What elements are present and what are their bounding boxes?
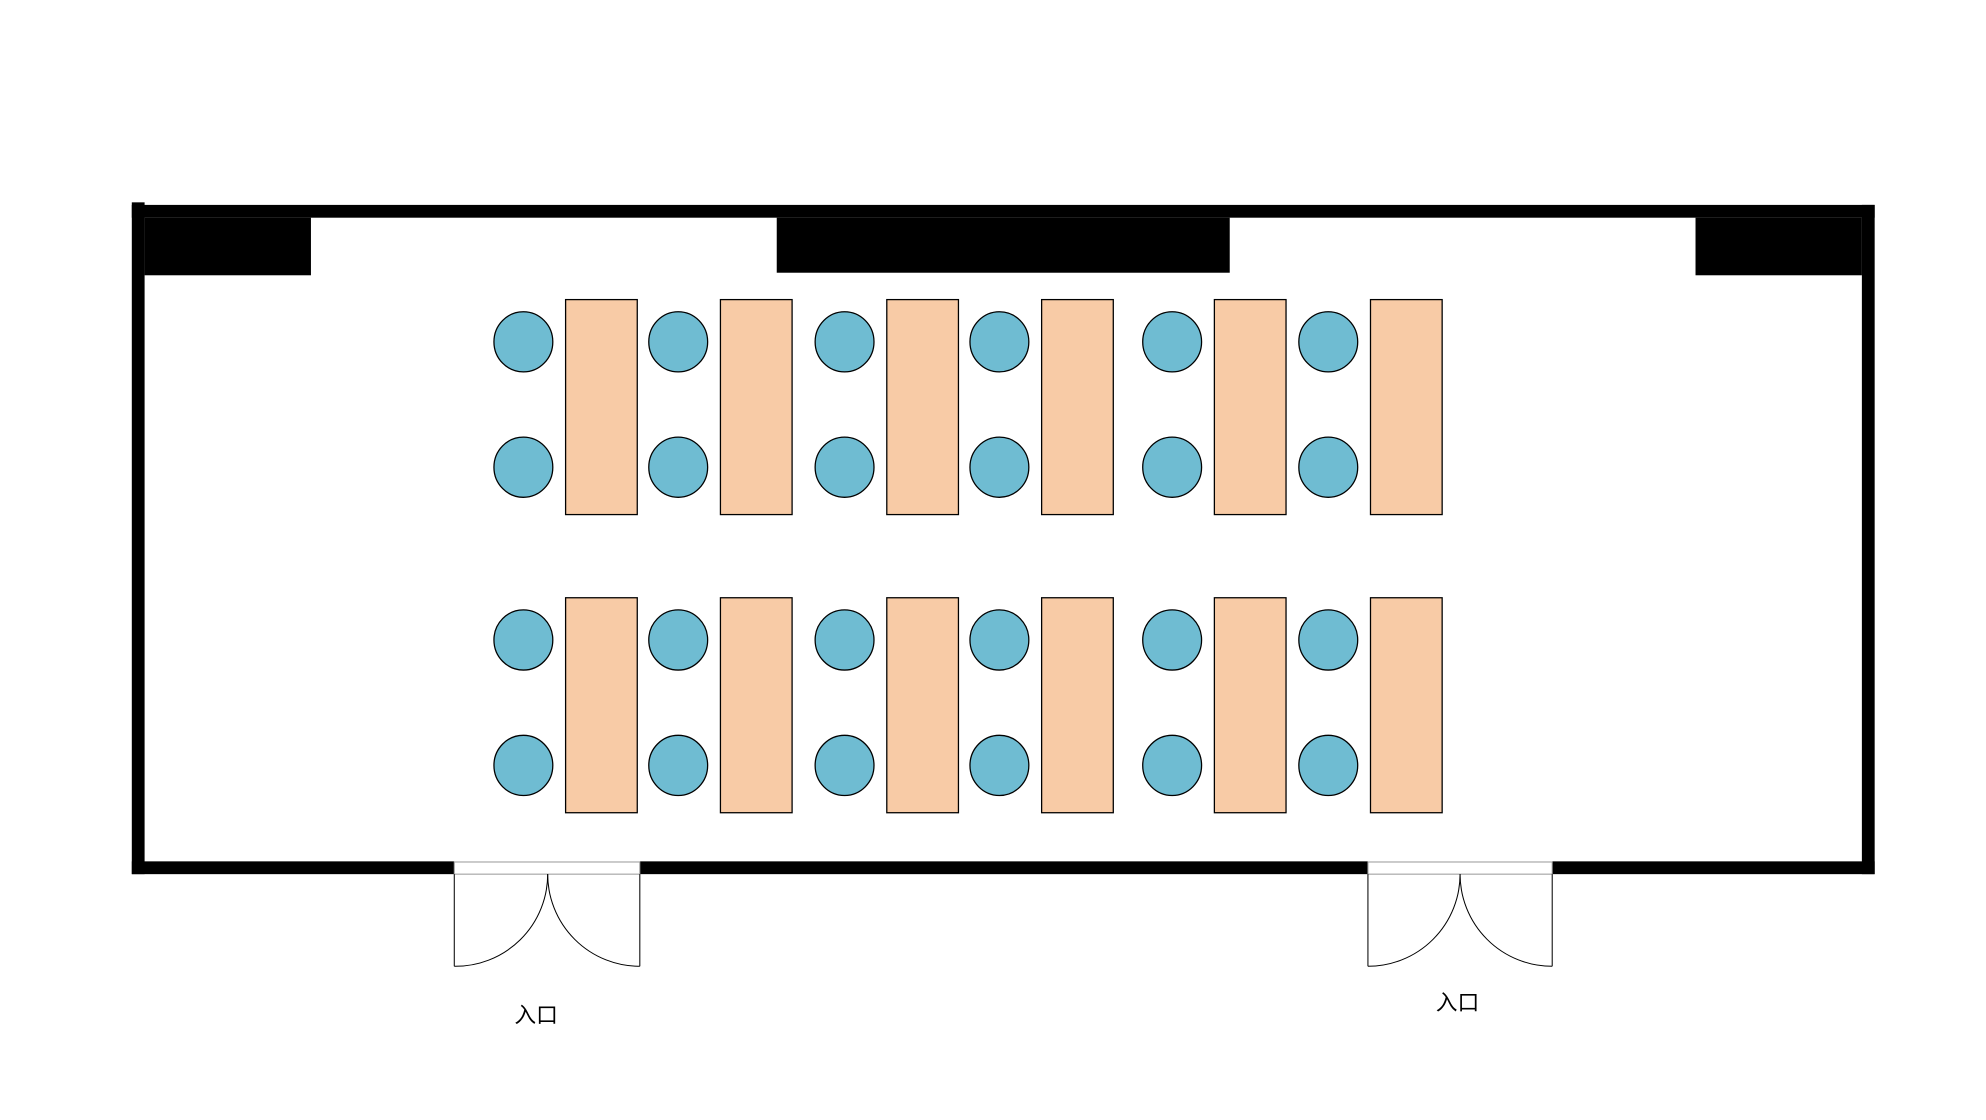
- entrance-label: 入口: [514, 1004, 558, 1029]
- table: [564, 298, 638, 516]
- walls: [131, 202, 1875, 875]
- wall-left: [131, 202, 145, 875]
- chair: [1142, 609, 1203, 671]
- table: [1369, 597, 1443, 814]
- chair: [1142, 311, 1203, 373]
- pillar-top-right: [1695, 217, 1862, 276]
- chair: [1298, 734, 1359, 797]
- chair: [493, 609, 554, 671]
- door-swing-arc: [454, 874, 549, 967]
- chair: [648, 734, 709, 797]
- chair: [814, 311, 875, 373]
- chair: [1298, 609, 1359, 671]
- entrance-door-right[interactable]: [1367, 861, 1553, 967]
- chair: [648, 436, 709, 498]
- pillar-top-middle: [776, 217, 1230, 273]
- table: [719, 597, 793, 814]
- chair: [814, 436, 875, 498]
- wall-bottom-right: [1552, 861, 1875, 875]
- chair: [648, 311, 709, 373]
- pillar-top-left: [144, 217, 311, 276]
- table: [886, 597, 960, 814]
- door-threshold: [1367, 861, 1553, 875]
- door-swing-arc: [1367, 874, 1461, 967]
- door-threshold: [453, 861, 641, 875]
- table: [719, 298, 793, 516]
- entrance-door-left[interactable]: [453, 861, 641, 967]
- wall-top: [131, 204, 1875, 218]
- chair: [493, 436, 554, 498]
- table: [886, 298, 960, 516]
- chair: [1142, 436, 1203, 498]
- wall-bottom-left: [131, 861, 455, 875]
- table: [1213, 597, 1287, 814]
- chair: [969, 436, 1030, 498]
- table: [1040, 597, 1114, 814]
- chair: [1142, 734, 1203, 797]
- table: [1040, 298, 1114, 516]
- table: [1369, 298, 1443, 516]
- chair: [969, 734, 1030, 797]
- door-swing-arc: [547, 874, 640, 967]
- table: [1213, 298, 1287, 516]
- wall-right: [1861, 204, 1875, 875]
- chair: [969, 609, 1030, 671]
- chair: [814, 734, 875, 797]
- chair: [493, 311, 554, 373]
- chair: [1298, 436, 1359, 498]
- door-swing-arc: [1459, 874, 1553, 967]
- entrance-label: 入口: [1436, 991, 1480, 1016]
- wall-bottom-middle: [639, 861, 1368, 875]
- chair: [648, 609, 709, 671]
- chair: [814, 609, 875, 671]
- chair: [493, 734, 554, 797]
- chair: [969, 311, 1030, 373]
- furniture: [493, 298, 1443, 814]
- table: [564, 597, 638, 814]
- chair: [1298, 311, 1359, 373]
